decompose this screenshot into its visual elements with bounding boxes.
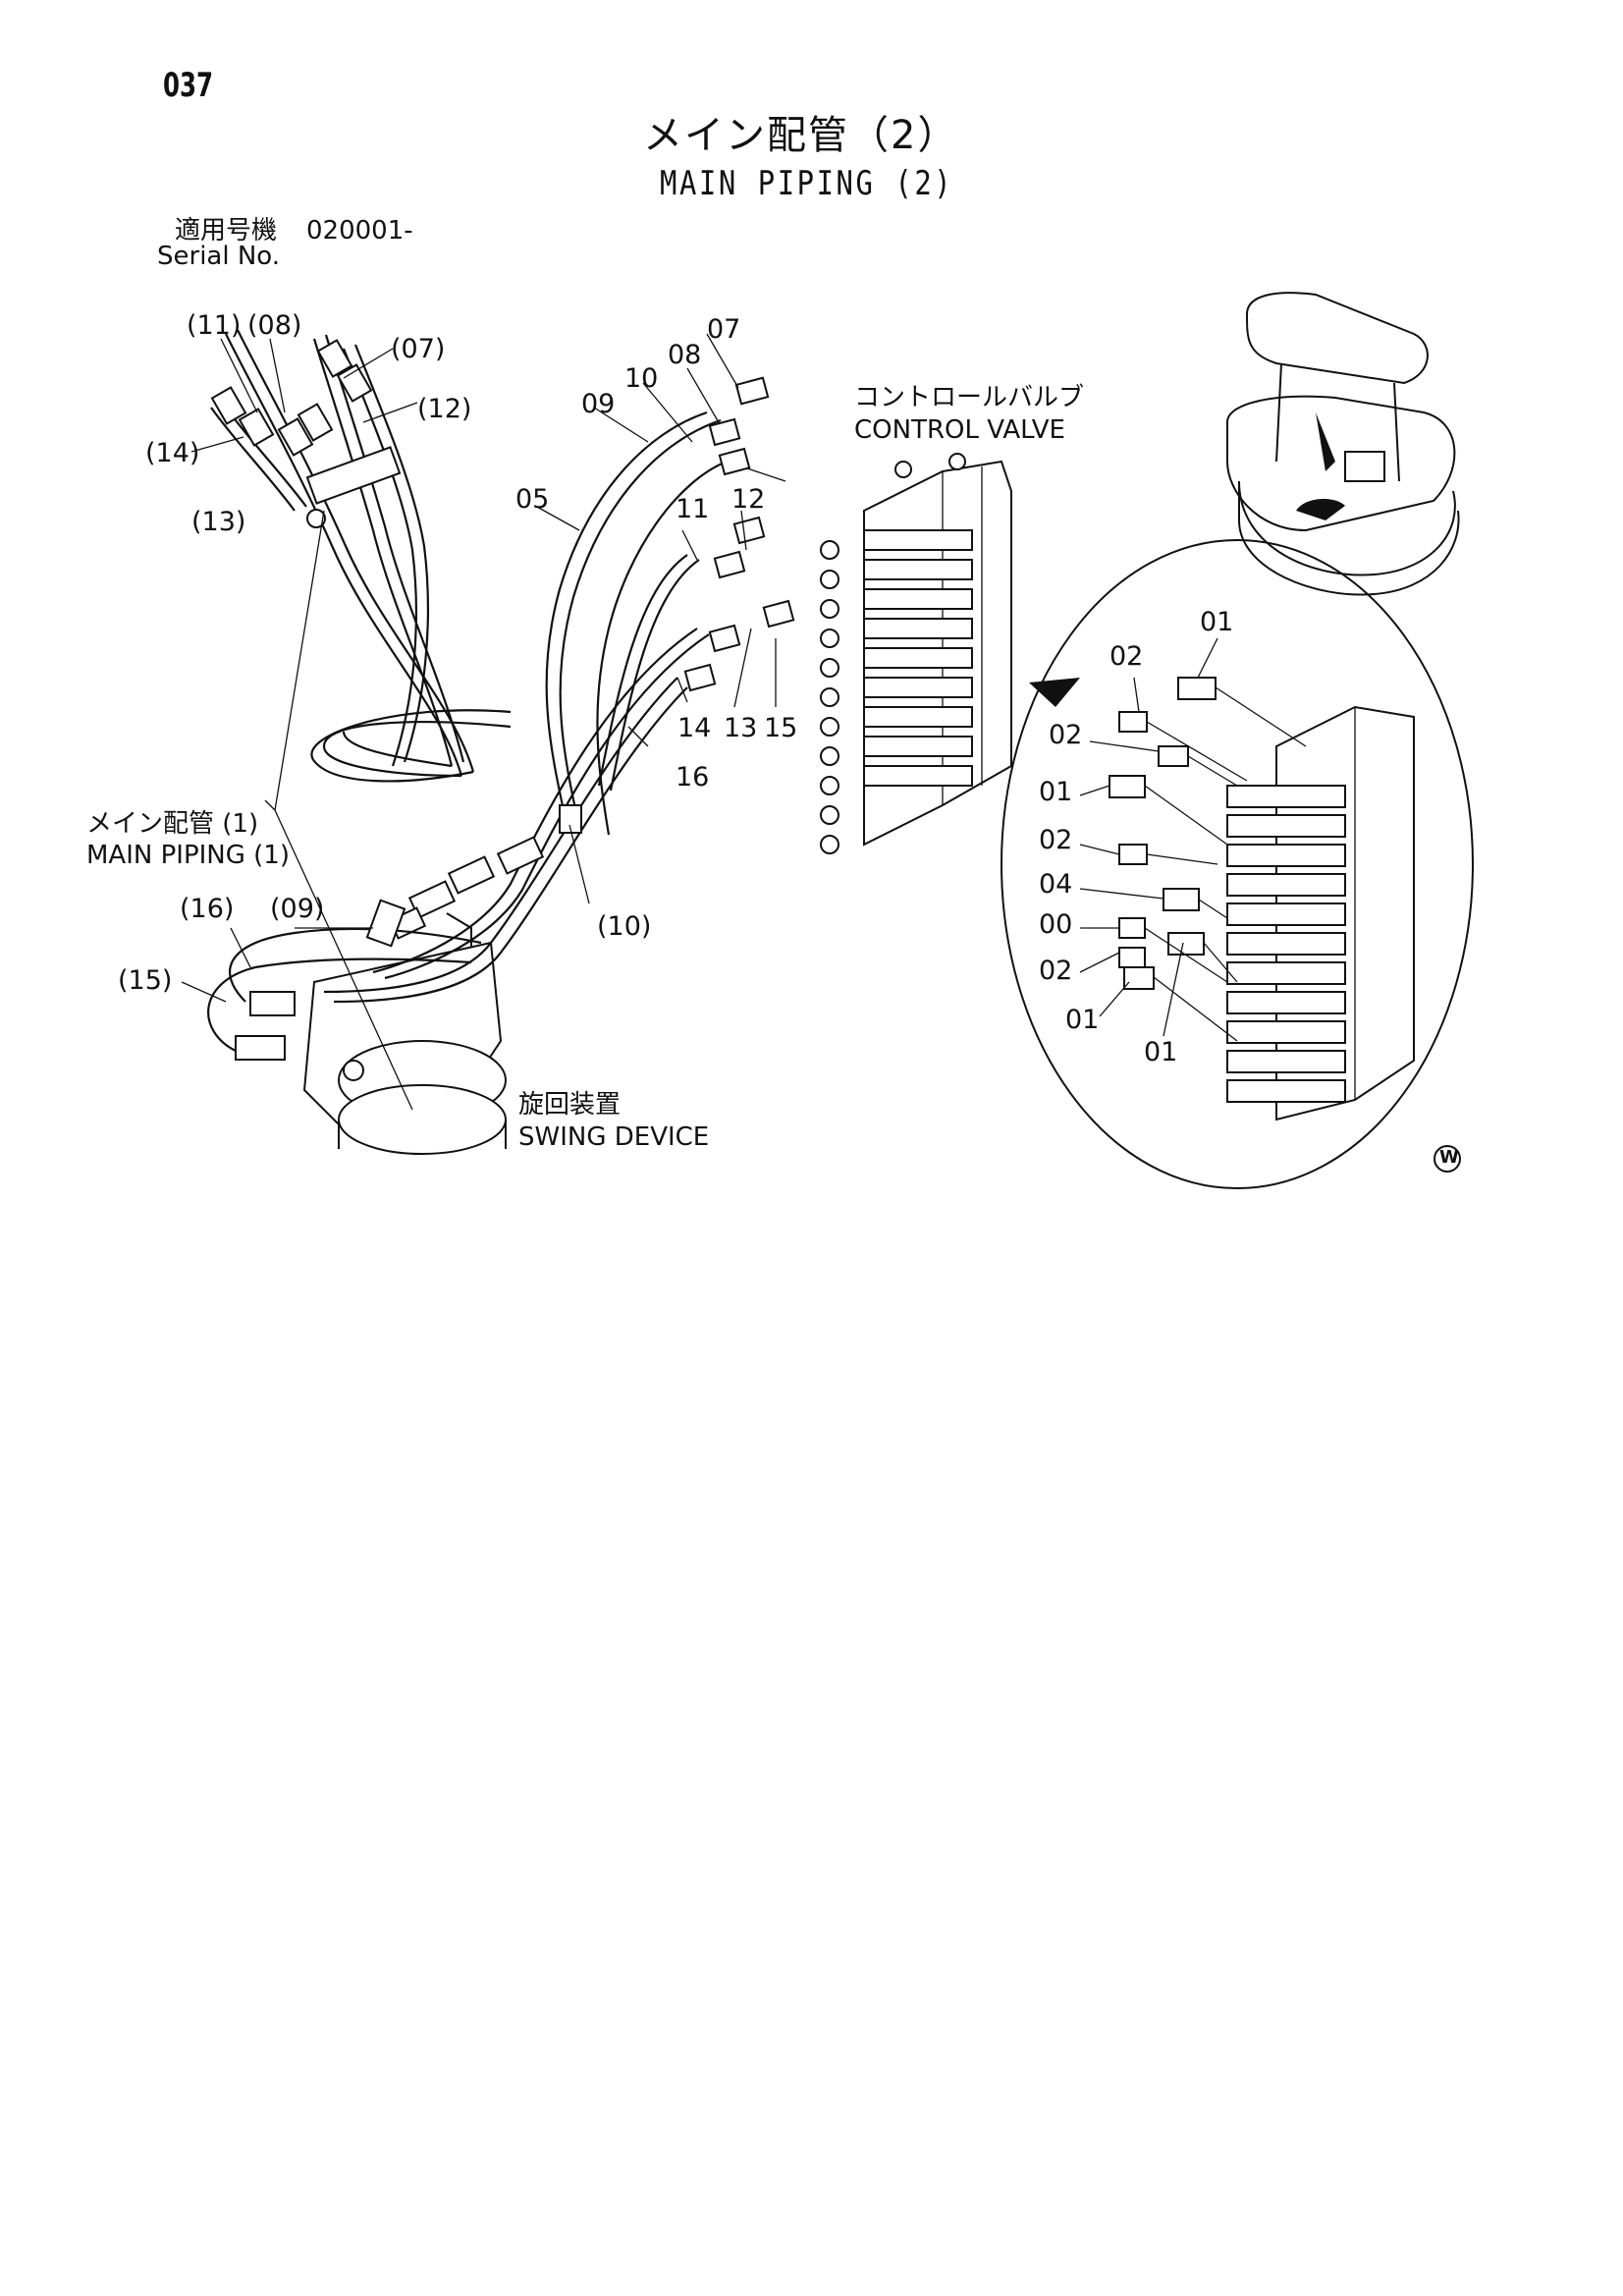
page-title-ja: メイン配管（2）	[643, 113, 959, 158]
callout-11: 11	[676, 494, 710, 524]
callout-05: 05	[515, 484, 550, 515]
detail-callout-01-a: 01	[1200, 607, 1234, 637]
detail-callout-01-d: 01	[1144, 1037, 1178, 1067]
detail-callout-01-c: 01	[1065, 1005, 1100, 1035]
callout-10-paren: (10)	[597, 911, 652, 942]
detail-callout-01-b: 01	[1039, 777, 1073, 807]
callout-10: 10	[624, 363, 659, 394]
detail-callout-04: 04	[1039, 869, 1073, 900]
callout-08-paren: (08)	[247, 310, 302, 341]
callout-12-paren: (12)	[417, 394, 472, 424]
swing-device	[207, 899, 507, 1155]
callout-11-paren: (11)	[187, 310, 242, 341]
leader-main-piping	[274, 510, 325, 811]
hose-bundle-center	[323, 376, 795, 1004]
swing-device-label-en: SWING DEVICE	[518, 1122, 710, 1152]
machine-overview	[1226, 292, 1460, 596]
control-valve-body	[820, 453, 1012, 854]
callout-14-paren: (14)	[145, 438, 200, 468]
callout-09-paren: (09)	[270, 894, 325, 924]
detail-circle	[1001, 539, 1474, 1189]
serial-label-ja: 適用号機	[175, 216, 278, 246]
detail-callout-02-a: 02	[1109, 641, 1144, 672]
detail-callout-02-b: 02	[1049, 720, 1083, 750]
callout-leaders	[181, 333, 777, 1003]
callout-07: 07	[707, 314, 741, 345]
callout-15-paren: (15)	[118, 965, 173, 996]
serial-label-en: Serial No.	[157, 242, 280, 271]
w-mark-circle	[1434, 1145, 1461, 1173]
callout-13-paren: (13)	[191, 507, 246, 537]
callout-07-paren: (07)	[391, 334, 446, 364]
detail-callout-02-c: 02	[1039, 825, 1073, 855]
w-mark: W	[1439, 1147, 1459, 1168]
swing-device-label-ja: 旋回装置	[518, 1090, 622, 1120]
callout-09: 09	[581, 389, 616, 419]
callout-08: 08	[668, 340, 702, 370]
control-valve-label-en: CONTROL VALVE	[854, 415, 1065, 445]
callout-14: 14	[677, 713, 712, 743]
main-piping-label-ja: メイン配管 (1)	[86, 809, 259, 839]
main-piping-label-en: MAIN PIPING (1)	[86, 841, 290, 870]
page-number: 037	[163, 66, 214, 105]
page-title-en: MAIN PIPING (2)	[660, 164, 954, 203]
callout-16-paren: (16)	[180, 894, 235, 924]
callout-15: 15	[764, 713, 798, 743]
callout-13: 13	[724, 713, 758, 743]
detail-callout-02-d: 02	[1039, 956, 1073, 986]
detail-callout-00: 00	[1039, 909, 1073, 940]
leader-main-piping-2	[274, 809, 413, 1111]
serial-value: 020001-	[306, 216, 413, 246]
hose-bundle-left	[210, 329, 512, 783]
callout-16: 16	[676, 762, 710, 793]
callout-12: 12	[731, 484, 766, 515]
control-valve-label-ja: コントロールバルブ	[854, 383, 1085, 412]
